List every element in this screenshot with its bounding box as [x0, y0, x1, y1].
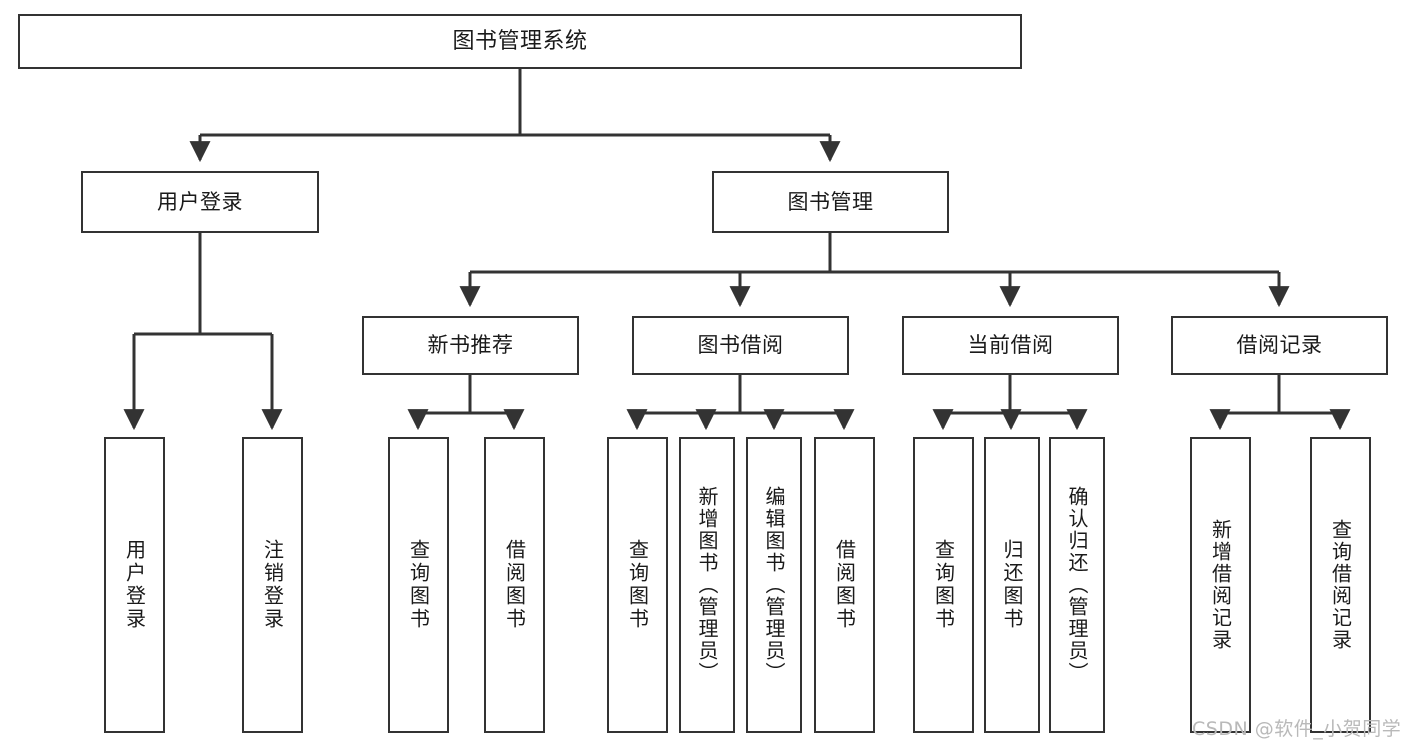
node-leaf-3[interactable]: 查询图书	[388, 437, 449, 733]
node-level2-label: 用户登录	[157, 189, 243, 214]
node-level2-2[interactable]: 图书管理	[712, 171, 949, 233]
node-leaf-label: 用户登录	[122, 539, 147, 631]
node-level3-label: 当前借阅	[967, 333, 1054, 358]
node-level3-label: 借阅记录	[1236, 333, 1323, 358]
node-leaf-7[interactable]: 编辑图书（管理员）	[746, 437, 802, 733]
node-leaf-6[interactable]: 新增图书（管理员）	[679, 437, 735, 733]
node-leaf-label: 编辑图书（管理员）	[762, 486, 786, 684]
node-leaf-9[interactable]: 查询图书	[913, 437, 974, 733]
node-leaf-4[interactable]: 借阅图书	[484, 437, 545, 733]
node-leaf-11[interactable]: 确认归还（管理员）	[1049, 437, 1105, 733]
node-leaf-label: 查询图书	[625, 539, 650, 631]
node-root[interactable]: 图书管理系统	[18, 14, 1022, 69]
node-level3-1[interactable]: 新书推荐	[362, 316, 579, 375]
node-leaf-label: 查询借阅记录	[1328, 519, 1353, 651]
node-level3-label: 新书推荐	[427, 333, 514, 358]
node-leaf-10[interactable]: 归还图书	[984, 437, 1040, 733]
node-leaf-12[interactable]: 新增借阅记录	[1190, 437, 1251, 733]
node-leaf-label: 新增借阅记录	[1208, 519, 1233, 651]
node-leaf-5[interactable]: 查询图书	[607, 437, 668, 733]
node-leaf-label: 查询图书	[931, 539, 956, 631]
node-level3-4[interactable]: 借阅记录	[1171, 316, 1388, 375]
node-level3-label: 图书借阅	[697, 333, 784, 358]
node-level2-label: 图书管理	[787, 189, 874, 214]
node-leaf-label: 查询图书	[406, 539, 431, 631]
node-leaf-label: 注销登录	[260, 539, 285, 631]
node-leaf-8[interactable]: 借阅图书	[814, 437, 875, 733]
node-leaf-label: 新增图书（管理员）	[695, 486, 719, 684]
node-root-label: 图书管理系统	[452, 28, 588, 54]
node-leaf-1[interactable]: 用户登录	[104, 437, 165, 733]
node-leaf-label: 借阅图书	[502, 539, 527, 631]
node-leaf-2[interactable]: 注销登录	[242, 437, 303, 733]
node-level2-1[interactable]: 用户登录	[81, 171, 319, 233]
node-leaf-label: 归还图书	[1000, 539, 1024, 631]
node-level3-2[interactable]: 图书借阅	[632, 316, 849, 375]
node-leaf-label: 确认归还（管理员）	[1065, 486, 1089, 684]
node-leaf-label: 借阅图书	[832, 539, 857, 631]
node-level3-3[interactable]: 当前借阅	[902, 316, 1119, 375]
node-leaf-13[interactable]: 查询借阅记录	[1310, 437, 1371, 733]
